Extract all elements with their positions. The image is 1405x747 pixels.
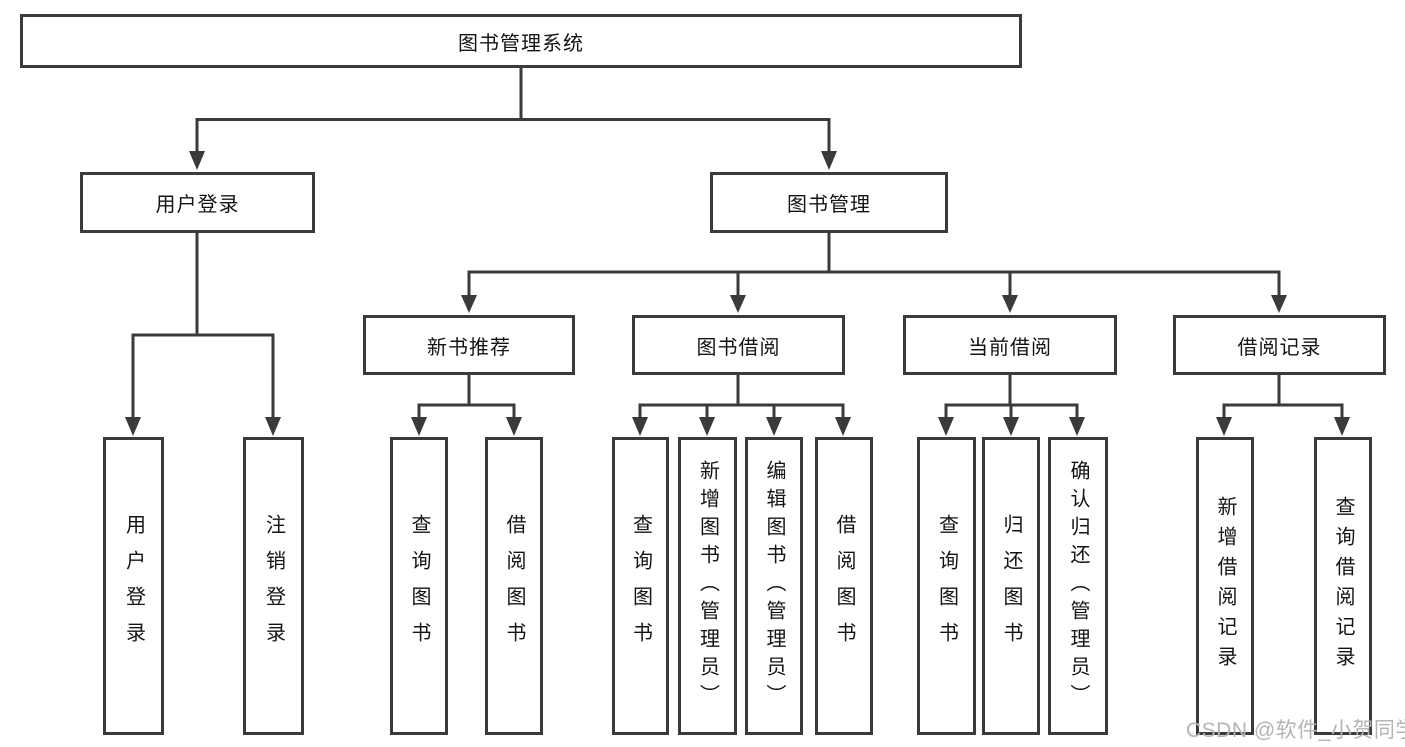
node-label: 查询借阅记录	[1332, 496, 1354, 676]
node-label: 图书管理系统	[458, 32, 584, 55]
node-leaf-user-login: 用户登录	[103, 437, 164, 735]
node-label: 查询图书	[935, 514, 958, 658]
watermark: CSDN @软件_小贺同学	[1186, 719, 1405, 742]
node-leaf-query-borrow-record: 查询借阅记录	[1314, 437, 1372, 735]
node-leaf-borrow-books-borrowing: 借阅图书	[815, 437, 873, 735]
node-borrowing-records: 借阅记录	[1173, 315, 1386, 375]
node-label: 新书推荐	[427, 336, 511, 359]
node-leaf-add-borrow-record: 新增借阅记录	[1196, 437, 1254, 735]
node-label: 归还图书	[1000, 514, 1022, 658]
node-label: 用户登录	[155, 194, 240, 216]
node-label: 确认归还（管理员）	[1067, 460, 1089, 712]
node-book-management: 图书管理	[710, 172, 948, 233]
node-leaf-query-books-current: 查询图书	[917, 437, 976, 735]
node-user-login: 用户登录	[80, 172, 315, 233]
node-leaf-logout: 注销登录	[243, 437, 304, 735]
node-label: 新增图书（管理员）	[696, 460, 719, 712]
node-label: 图书借阅	[696, 336, 781, 359]
node-leaf-confirm-return-admin: 确认归还（管理员）	[1048, 437, 1108, 735]
node-label: 当前借阅	[968, 336, 1052, 359]
node-leaf-query-books-borrowing: 查询图书	[612, 437, 669, 735]
node-label: 借阅图书	[833, 514, 855, 658]
node-leaf-query-books-recommend: 查询图书	[390, 437, 448, 735]
node-new-book-recommend: 新书推荐	[363, 315, 575, 375]
node-book-borrowing: 图书借阅	[632, 315, 845, 375]
node-label: 查询图书	[408, 514, 430, 658]
node-label: 借阅图书	[503, 514, 525, 658]
node-label: 新增借阅记录	[1214, 496, 1236, 676]
node-label: 借阅记录	[1237, 336, 1322, 359]
node-leaf-add-books-admin: 新增图书（管理员）	[678, 437, 737, 735]
node-library-management-system: 图书管理系统	[20, 14, 1022, 68]
node-label: 图书管理	[787, 194, 871, 216]
node-label: 注销登录	[262, 514, 285, 658]
node-label: 查询图书	[629, 514, 652, 658]
node-label: 用户登录	[122, 514, 145, 658]
node-leaf-return-books: 归还图书	[982, 437, 1040, 735]
node-leaf-borrow-books-recommend: 借阅图书	[485, 437, 543, 735]
node-leaf-edit-books-admin: 编辑图书（管理员）	[745, 437, 803, 735]
node-current-borrowing: 当前借阅	[903, 315, 1117, 375]
node-label: 编辑图书（管理员）	[763, 460, 785, 712]
